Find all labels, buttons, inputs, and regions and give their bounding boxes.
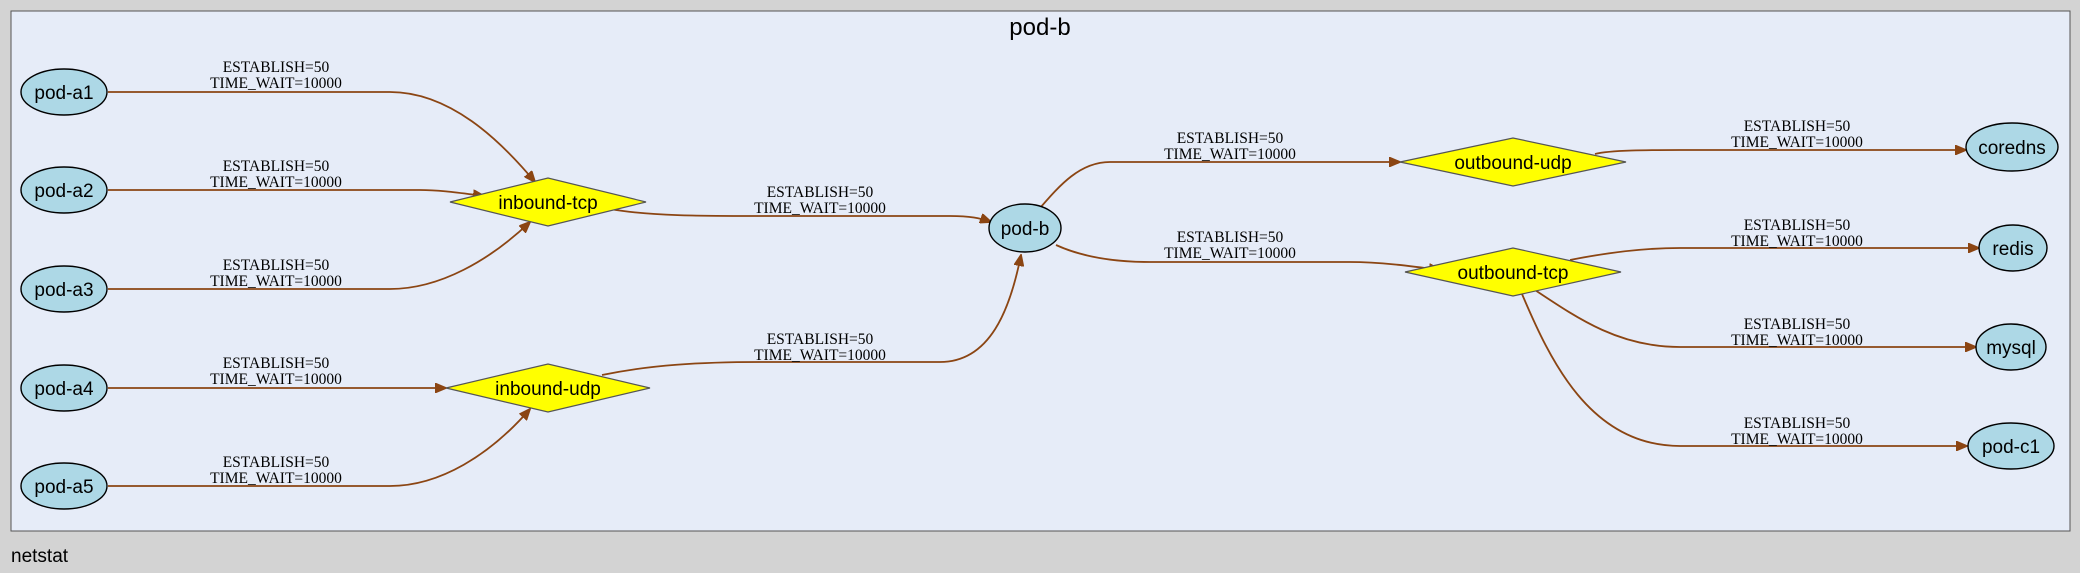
edge-label-redis-timewait: TIME_WAIT=10000 bbox=[1731, 233, 1863, 250]
node-pod-a4[interactable]: pod-a4 bbox=[20, 364, 108, 412]
edge-pod-a5-inbound-udp bbox=[108, 409, 530, 487]
node-label: coredns bbox=[1978, 138, 2046, 159]
edge-outbound-tcp-pod-c1 bbox=[1521, 293, 1967, 446]
edge-label-b-otcp-establish: ESTABLISH=50 bbox=[1177, 229, 1284, 246]
edge-outbound-tcp-mysql bbox=[1534, 289, 1976, 347]
edge-label-iudp-b-establish: ESTABLISH=50 bbox=[767, 331, 874, 348]
edge-label-b-oudp-establish: ESTABLISH=50 bbox=[1177, 130, 1284, 147]
node-label: pod-a4 bbox=[34, 379, 94, 400]
node-label: pod-c1 bbox=[1982, 437, 2040, 458]
edge-label-a3-establish: ESTABLISH=50 bbox=[223, 257, 330, 274]
edge-label-a4-establish: ESTABLISH=50 bbox=[223, 355, 330, 372]
edge-labels: ESTABLISH=50 TIME_WAIT=10000 ESTABLISH=5… bbox=[210, 59, 1863, 487]
node-pod-a3[interactable]: pod-a3 bbox=[20, 265, 108, 313]
node-label: pod-b bbox=[1001, 219, 1050, 240]
edge-label-coredns-timewait: TIME_WAIT=10000 bbox=[1731, 134, 1863, 151]
edge-pod-b-outbound-udp bbox=[1039, 162, 1400, 209]
cluster-pod-b bbox=[10, 10, 2071, 532]
edges bbox=[108, 91, 1979, 487]
edge-label-iudp-b-timewait: TIME_WAIT=10000 bbox=[754, 347, 886, 364]
edge-label-pod-c1-establish: ESTABLISH=50 bbox=[1744, 415, 1851, 432]
edge-label-a5-establish: ESTABLISH=50 bbox=[223, 454, 330, 471]
node-outbound-tcp[interactable]: outbound-tcp bbox=[1404, 247, 1622, 297]
edge-outbound-tcp-redis bbox=[1569, 248, 1979, 261]
node-outbound-udp[interactable]: outbound-udp bbox=[1399, 137, 1627, 187]
node-label: pod-a2 bbox=[34, 181, 93, 202]
edge-inbound-tcp-pod-b bbox=[609, 208, 991, 222]
edge-label-a3-timewait: TIME_WAIT=10000 bbox=[210, 273, 342, 290]
node-label: pod-a3 bbox=[34, 280, 93, 301]
edge-label-itcp-b-establish: ESTABLISH=50 bbox=[767, 184, 874, 201]
node-coredns[interactable]: coredns bbox=[1965, 122, 2059, 172]
edge-label-a4-timewait: TIME_WAIT=10000 bbox=[210, 371, 342, 388]
node-inbound-tcp[interactable]: inbound-tcp bbox=[449, 177, 647, 227]
edge-label-pod-c1-timewait: TIME_WAIT=10000 bbox=[1731, 431, 1863, 448]
node-label: pod-a5 bbox=[34, 477, 93, 498]
edge-outbound-udp-coredns bbox=[1594, 150, 1966, 154]
node-inbound-udp[interactable]: inbound-udp bbox=[445, 363, 651, 413]
edge-label-a2-timewait: TIME_WAIT=10000 bbox=[210, 174, 342, 191]
node-label: inbound-udp bbox=[495, 379, 601, 400]
node-label: pod-a1 bbox=[34, 83, 93, 104]
node-pod-c1[interactable]: pod-c1 bbox=[1967, 422, 2055, 470]
edge-pod-a3-inbound-tcp bbox=[108, 222, 530, 290]
edge-inbound-udp-pod-b bbox=[601, 255, 1021, 376]
edge-label-a5-timewait: TIME_WAIT=10000 bbox=[210, 470, 342, 487]
node-label: outbound-tcp bbox=[1458, 263, 1569, 284]
edge-label-mysql-establish: ESTABLISH=50 bbox=[1744, 316, 1851, 333]
node-pod-a1[interactable]: pod-a1 bbox=[20, 68, 108, 116]
node-redis[interactable]: redis bbox=[1978, 224, 2048, 272]
edge-label-coredns-establish: ESTABLISH=50 bbox=[1744, 118, 1851, 135]
edge-label-a2-establish: ESTABLISH=50 bbox=[223, 158, 330, 175]
graph-label: netstat bbox=[11, 546, 69, 567]
node-pod-a5[interactable]: pod-a5 bbox=[20, 462, 108, 510]
edge-pod-b-outbound-tcp bbox=[1055, 244, 1440, 270]
node-label: mysql bbox=[1986, 338, 2036, 359]
cluster-title: pod-b bbox=[1009, 14, 1070, 41]
node-label: redis bbox=[1992, 239, 2033, 260]
node-pod-a2[interactable]: pod-a2 bbox=[20, 166, 108, 214]
edge-label-b-oudp-timewait: TIME_WAIT=10000 bbox=[1164, 146, 1296, 163]
edge-label-a1-establish: ESTABLISH=50 bbox=[223, 59, 330, 76]
edge-label-a1-timewait: TIME_WAIT=10000 bbox=[210, 75, 342, 92]
node-label: outbound-udp bbox=[1454, 153, 1571, 174]
node-pod-b[interactable]: pod-b bbox=[988, 203, 1062, 253]
node-mysql[interactable]: mysql bbox=[1975, 323, 2047, 371]
node-label: inbound-tcp bbox=[498, 193, 597, 214]
edge-label-b-otcp-timewait: TIME_WAIT=10000 bbox=[1164, 245, 1296, 262]
edge-label-mysql-timewait: TIME_WAIT=10000 bbox=[1731, 332, 1863, 349]
edge-pod-a1-inbound-tcp bbox=[108, 91, 535, 182]
edge-label-redis-establish: ESTABLISH=50 bbox=[1744, 217, 1851, 234]
edge-label-itcp-b-timewait: TIME_WAIT=10000 bbox=[754, 200, 886, 217]
